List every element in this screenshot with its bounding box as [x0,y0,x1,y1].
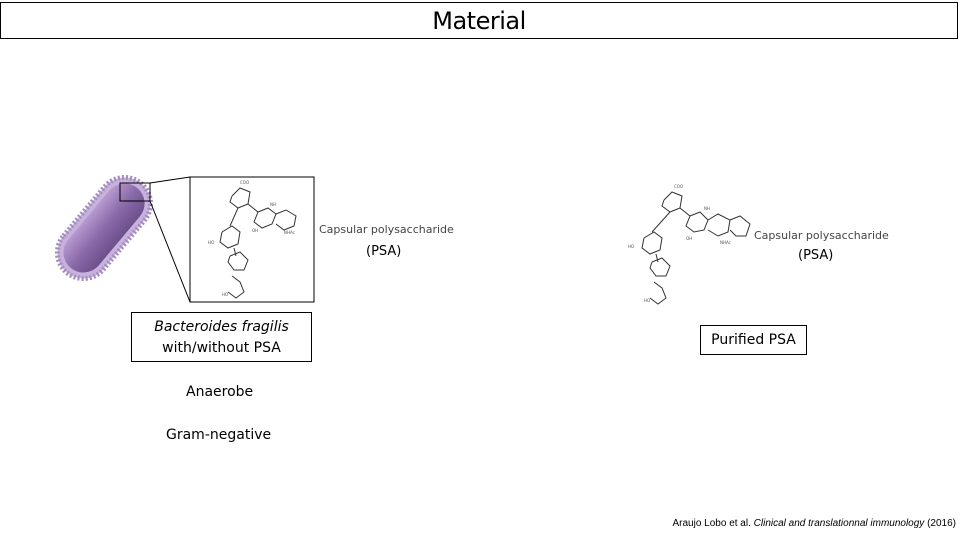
right-psa-abbrev: (PSA) [798,248,834,263]
right-figure-label: Capsular polysaccharide [754,229,889,242]
svg-text:COO: COO [674,184,683,189]
bacteroides-condition: with/without PSA [162,340,281,356]
svg-text:HO: HO [644,298,650,303]
bacteroides-box: Bacteroides fragilis with/without PSA [131,312,312,362]
left-figure-label: Capsular polysaccharide [319,223,454,236]
bacteroides-species: Bacteroides fragilis [154,319,289,335]
page-title: Material [432,7,526,35]
citation-authors: Araujo Lobo et al. [672,518,751,529]
left-psa-abbrev: (PSA) [366,244,402,259]
svg-text:NHAc: NHAc [284,230,295,235]
property-anaerobe: Anaerobe [186,384,254,400]
svg-text:OH: OH [686,236,692,241]
svg-text:HO: HO [628,244,634,249]
purified-psa-box: Purified PSA [700,325,807,355]
svg-text:NH: NH [270,202,276,207]
title-bar: Material [0,2,958,39]
svg-text:HO: HO [208,240,214,245]
svg-text:NH: NH [704,206,710,211]
citation: Araujo Lobo et al. Clinical and translat… [672,518,956,529]
svg-text:NHAc: NHAc [720,240,731,245]
citation-year: (2016) [927,518,956,529]
citation-journal: Clinical and translationnal immunology [753,518,925,529]
svg-text:HO: HO [222,292,228,297]
purified-psa-label: Purified PSA [711,332,796,348]
property-gram-negative: Gram-negative [166,427,272,443]
svg-text:COO: COO [240,180,249,185]
svg-text:OH: OH [252,228,258,233]
